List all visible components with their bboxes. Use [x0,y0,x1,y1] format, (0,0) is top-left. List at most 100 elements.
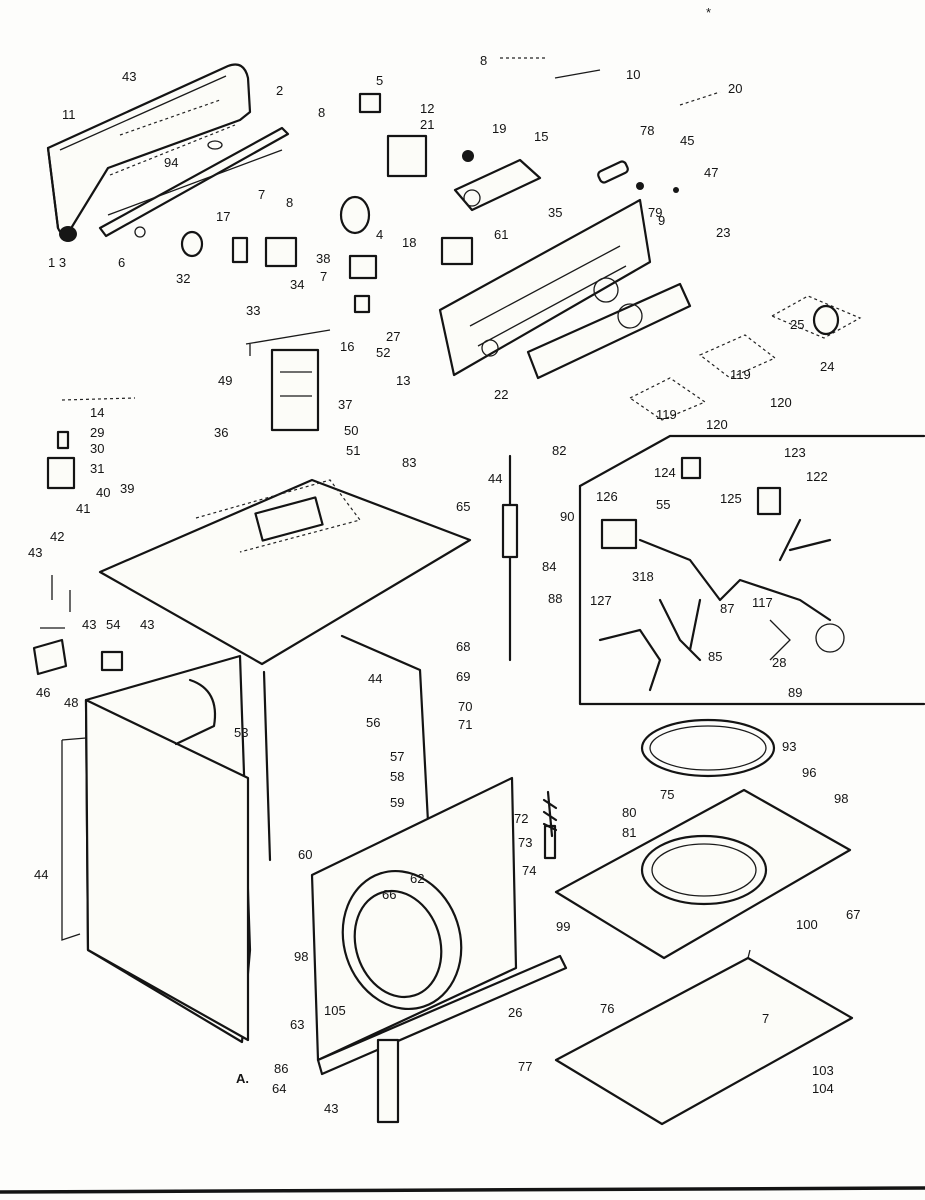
bottom-panel [554,949,854,1126]
base-plate [554,788,852,960]
callout: 72 [514,811,529,826]
callout: 105 [324,1003,346,1018]
callout: 30 [90,441,105,456]
callout: 98 [294,949,309,964]
callout: 67 [846,907,861,922]
callout: 10 [626,67,641,82]
callout: 26 [508,1005,523,1020]
callout: 66 [382,887,397,902]
callout: 35 [548,205,563,220]
callout: 74 [522,863,537,878]
callout: 7 [258,187,266,202]
callout: 69 [456,669,471,684]
callout: 68 [456,639,471,654]
knob-assembly [628,295,862,421]
callout: 71 [458,717,473,732]
callout: 62 [410,871,425,886]
callout: 40 [96,485,111,500]
callout: 120 [770,395,792,410]
callout: 82 [552,443,567,458]
callout: 8 [480,53,488,68]
callout: 4 [376,227,384,242]
callout: 89 [788,685,803,700]
callout: 32 [176,271,191,286]
cabinet-top [98,478,472,666]
callout: 44 [34,867,49,882]
callout: 79 [648,205,663,220]
callout: 37 [338,397,353,412]
callout: 318 [632,569,654,584]
callout: 63 [290,1017,305,1032]
callout: 45 [680,133,695,148]
vertical-rod [501,454,519,662]
callout: 33 [246,303,261,318]
callout: 7 [762,1011,770,1026]
callout: 28 [772,655,787,670]
callout: 81 [622,825,637,840]
callout: 96 [802,765,817,780]
callout: 43 [122,69,137,84]
cabinet-body [61,634,432,1044]
callout: 23 [716,225,731,240]
callout: 59 [390,795,405,810]
callout: 70 [458,699,473,714]
callout: 86 [274,1061,289,1076]
callout: 47 [704,165,719,180]
callout: 24 [820,359,835,374]
callout: 120 [706,417,728,432]
callout: 44 [488,471,503,486]
callout: 34 [290,277,305,292]
footer-letter: A. [236,1071,249,1086]
callout: 119 [730,367,751,382]
callout: 46 [36,685,51,700]
callout: 119 [656,407,677,422]
callout: 36 [214,425,229,440]
callout: 41 [76,501,91,516]
callout: 19 [492,121,507,136]
callout: 43 [324,1101,339,1116]
callout: 42 [50,529,65,544]
callout: 15 [534,129,549,144]
switch-bracket [270,348,320,432]
callout: 103 [812,1063,834,1078]
callout: 11 [62,107,76,122]
callout: 29 [90,425,105,440]
callout: 21 [420,117,435,132]
callout: 49 [218,373,233,388]
front-panel [310,776,568,1124]
callout: 20 [728,81,743,96]
callout: 65 [456,499,471,514]
callout: 27 [386,329,401,344]
callout: 38 [316,251,331,266]
callout: 84 [542,559,557,574]
callout: 122 [806,469,828,484]
callout: 78 [640,123,655,138]
callout: 50 [344,423,359,438]
ring-gasket [640,718,776,778]
callout: 99 [556,919,571,934]
callout: 8 [286,195,294,210]
callout: 93 [782,739,797,754]
callout: 58 [390,769,405,784]
callout: 39 [120,481,135,496]
console-panel [438,198,692,380]
small-parts-top [180,57,721,356]
corner-mark: * [706,5,712,20]
callout: 44 [368,671,383,686]
callout: 90 [560,509,575,524]
rail [98,126,290,238]
spring [542,790,558,838]
callout: 94 [164,155,179,170]
callout: 104 [812,1081,834,1096]
callout: 7 [320,269,328,284]
callout: 80 [622,805,637,820]
callout: 56 [366,715,381,730]
callout: 13 [396,373,411,388]
callout: 6 [118,255,126,270]
callout: 88 [548,591,563,606]
callout: 54 [106,617,121,632]
callout: 64 [272,1081,287,1096]
callout: 124 [654,465,676,480]
control-housing [46,63,252,242]
